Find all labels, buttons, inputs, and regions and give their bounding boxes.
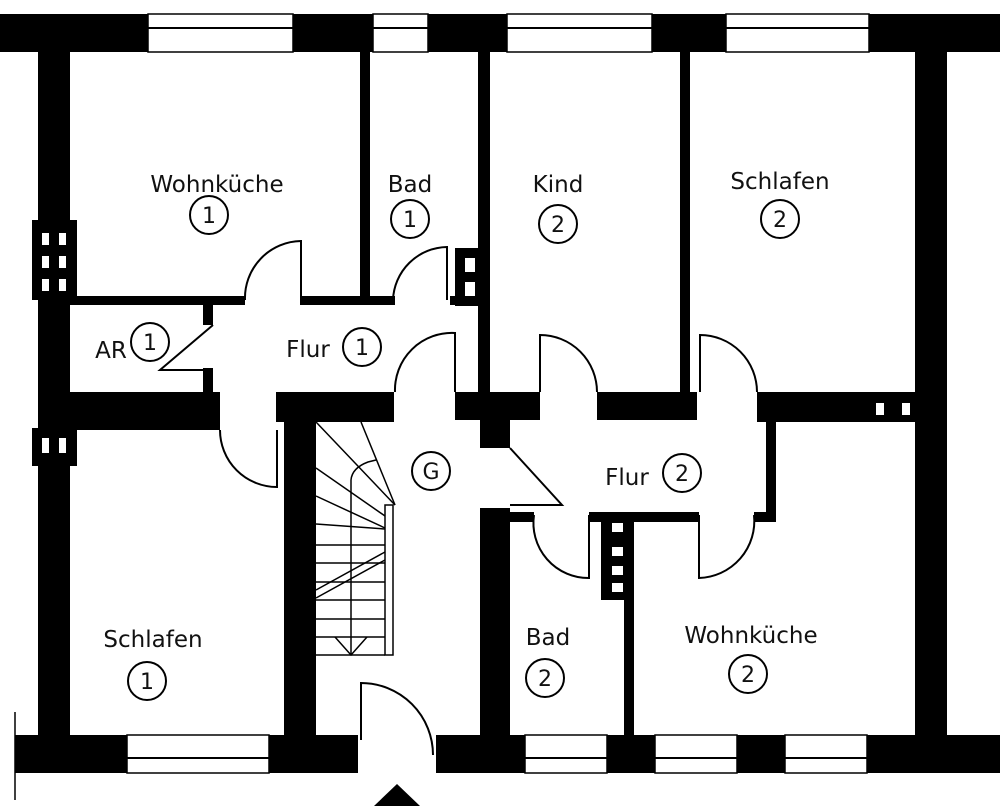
wall-wk1-ar	[65, 296, 245, 305]
wall-kind-schlafen2	[680, 50, 690, 395]
unit-number: 2	[741, 663, 755, 688]
unit-number: 1	[403, 208, 417, 233]
unit-badge	[130, 322, 170, 362]
room-bad-1: Bad 1	[388, 172, 432, 239]
unit-number: G	[422, 460, 439, 485]
room-name: Schlafen	[103, 627, 202, 653]
staircase	[315, 421, 396, 657]
door-schlafen-2[interactable]	[699, 333, 758, 393]
door-flur-1[interactable]	[393, 331, 456, 393]
room-flur-1: Flur 1	[286, 327, 382, 367]
window	[506, 13, 653, 53]
door-wohnkueche-1[interactable]	[243, 239, 302, 301]
unit-number: 1	[140, 670, 154, 695]
door-kind[interactable]	[539, 333, 598, 393]
room-schlafen-1: Schlafen 1	[103, 627, 203, 701]
unit-badge	[342, 327, 382, 367]
room-name: Flur	[286, 337, 330, 363]
room-flur-2: Flur 2	[605, 453, 702, 493]
unit-badge	[127, 661, 167, 701]
window	[372, 13, 429, 53]
window	[654, 734, 738, 774]
unit-badge	[760, 199, 800, 239]
door-flur-2[interactable]	[509, 447, 565, 506]
unit-badge	[662, 453, 702, 493]
room-name: Wohnküche	[684, 623, 817, 649]
walls	[0, 14, 1000, 775]
unit-badge	[189, 195, 229, 235]
unit-badge	[411, 451, 451, 491]
unit-number: 1	[202, 204, 216, 229]
unit-badge	[525, 658, 565, 698]
unit-number: 2	[551, 213, 565, 238]
unit-number: 2	[675, 462, 689, 487]
room-kind: Kind 2	[533, 172, 584, 244]
entrance-arrow-icon	[374, 784, 420, 806]
room-name: Bad	[526, 625, 570, 651]
unit-number: 2	[538, 667, 552, 692]
doors	[157, 239, 758, 756]
room-name: Bad	[388, 172, 432, 198]
wall-wk1-bad1	[360, 50, 370, 300]
unit-number: 1	[143, 331, 157, 356]
chimney-left-bottom	[32, 428, 77, 466]
room-wohnkueche-1: Wohnküche 1	[150, 172, 284, 235]
windows	[126, 13, 870, 774]
window	[524, 734, 608, 774]
unit-badge	[728, 654, 768, 694]
wall-mid-left	[38, 392, 220, 430]
door-ar[interactable]	[157, 324, 214, 371]
unit-badge	[390, 199, 430, 239]
room-labels: Wohnküche 1 Bad 1 Kind 2 Schlafen 2 AR 1…	[95, 169, 830, 701]
window	[784, 734, 868, 774]
door-bad-1[interactable]	[392, 245, 448, 301]
chimney-left-top	[32, 220, 77, 300]
unit-number: 1	[355, 336, 369, 361]
wall-stair-left	[284, 420, 316, 740]
wall-bad1-kind	[478, 50, 490, 395]
wall-bad2-left	[480, 508, 510, 738]
door-entrance[interactable]	[360, 681, 434, 756]
window	[126, 734, 270, 774]
door-schlafen-1[interactable]	[219, 429, 278, 489]
unit-number: 2	[773, 208, 787, 233]
room-name: AR	[95, 338, 127, 364]
room-wohnkueche-2: Wohnküche 2	[684, 623, 818, 694]
unit-badge	[538, 204, 578, 244]
room-name: Flur	[605, 465, 649, 491]
room-name: Wohnküche	[150, 172, 283, 198]
room-schlafen-2: Schlafen 2	[730, 169, 830, 239]
door-bad-2[interactable]	[532, 514, 590, 580]
room-name: Schlafen	[730, 169, 829, 195]
room-ar-1: AR 1	[95, 322, 170, 364]
room-name: Kind	[533, 172, 584, 198]
window	[725, 13, 870, 53]
door-wohnkueche-2[interactable]	[698, 514, 756, 580]
window	[147, 13, 294, 53]
room-treppenhaus: G	[411, 451, 451, 491]
room-bad-2: Bad 2	[525, 625, 570, 698]
